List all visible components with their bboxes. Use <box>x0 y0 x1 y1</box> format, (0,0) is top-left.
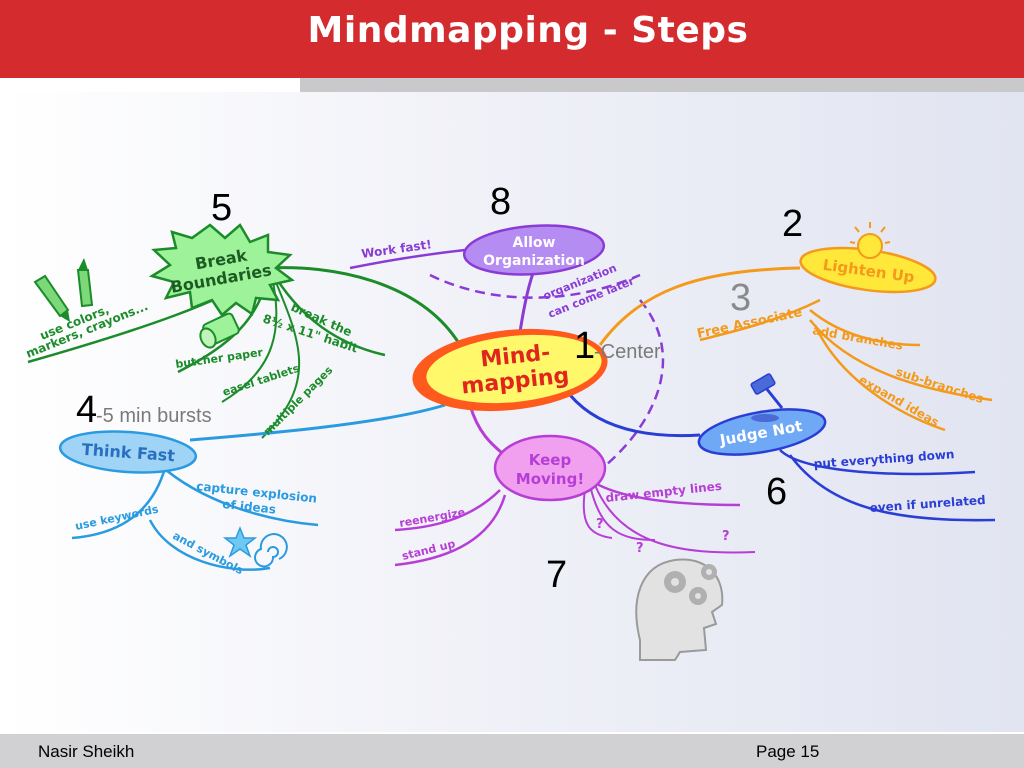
node-think-fast: Think Fast <box>58 430 198 474</box>
gavel-icon <box>750 373 784 422</box>
step-7-number: 7 <box>546 554 567 596</box>
center-node: Mind- mapping <box>412 328 608 412</box>
step-4-number: 4 <box>76 389 97 431</box>
branch-lighten-up <box>598 266 801 346</box>
step-8-number: 8 <box>490 181 511 223</box>
subbranch-sub-branches <box>809 319 993 402</box>
node-keep-moving: Keep Moving! <box>493 434 607 502</box>
branch-think-fast <box>189 403 446 442</box>
subbranch-even-unrelated <box>788 454 996 522</box>
thinking-head-icon <box>635 558 724 661</box>
spiral-icon <box>254 533 288 568</box>
footer-page-number: Page 15 <box>756 742 820 761</box>
subbranch-lines-c <box>582 489 613 539</box>
keep-moving-line2: Moving! <box>516 470 584 488</box>
label-even-if-unrelated: even if unrelated <box>869 493 986 515</box>
subbranch-capture <box>159 464 319 527</box>
subbranch-multiple-pages <box>261 267 301 439</box>
step-1-note: -Center <box>594 341 661 363</box>
label-butcher-paper: butcher paper <box>175 346 265 371</box>
step-6-number: 6 <box>766 471 787 513</box>
node-break-boundaries: Break Boundaries <box>148 223 295 317</box>
subbranch-draw-lines <box>589 478 741 507</box>
subbranch-lines-b <box>594 484 756 554</box>
label-add-branches: add branches <box>811 323 904 353</box>
footer-author: Nasir Sheikh <box>38 742 135 761</box>
subbranch-reenergize <box>394 489 501 532</box>
step-2-number: 2 <box>782 203 803 245</box>
label-question-1: ? <box>596 517 604 532</box>
step-3-number: 3 <box>730 277 751 319</box>
allow-organization-line2: Organization <box>483 253 585 269</box>
branch-break-boundaries <box>269 266 462 346</box>
subbranch-stand-up <box>394 494 507 567</box>
header-accent-strip <box>300 78 1024 92</box>
dashed-link-keep-moving <box>599 299 665 471</box>
star-icon <box>222 525 258 558</box>
title-bar: Mindmapping - Steps <box>0 0 1024 78</box>
subbranch-work-fast <box>349 248 466 270</box>
subbranch-add-branches <box>809 309 921 347</box>
lightbulb-icon <box>849 222 891 259</box>
label-put-everything-down: put everything down <box>813 447 955 471</box>
node-judge-not: Judge Not <box>697 408 827 456</box>
subbranch-easel <box>221 267 278 403</box>
node-allow-organization: Allow Organization <box>462 224 606 276</box>
slide-title: Mindmapping - Steps <box>307 10 749 51</box>
step-5-number: 5 <box>211 187 232 229</box>
subbranch-keywords <box>71 467 167 540</box>
allow-organization-line1: Allow <box>513 235 556 251</box>
label-use-keywords: use keywords <box>74 502 160 532</box>
subbranch-break-letter <box>268 267 386 357</box>
step-4-note: -5 min bursts <box>96 405 212 427</box>
subbranch-symbols <box>148 519 271 571</box>
subbranch-free-associate <box>699 298 821 342</box>
footer-bar: Nasir Sheikh Page 15 <box>0 734 1024 768</box>
slide-canvas <box>0 92 1024 732</box>
subbranch-expand-ideas <box>813 324 946 432</box>
subbranch-org-later <box>429 273 641 299</box>
node-lighten-up: Lighten Up <box>799 246 937 294</box>
step-1-number: 1 <box>574 325 595 367</box>
label-work-fast: Work fast! <box>360 237 432 261</box>
label-capture-line2: of ideas <box>222 497 277 517</box>
subbranch-lines-a <box>589 484 656 541</box>
crayons-icon <box>33 258 94 322</box>
branch-judge-not <box>568 394 701 438</box>
keep-moving-line1: Keep <box>529 451 572 469</box>
branch-allow-organization <box>518 267 537 333</box>
paper-roll-icon <box>199 312 240 349</box>
label-question-3: ? <box>722 529 730 544</box>
label-question-2: ? <box>636 541 644 556</box>
